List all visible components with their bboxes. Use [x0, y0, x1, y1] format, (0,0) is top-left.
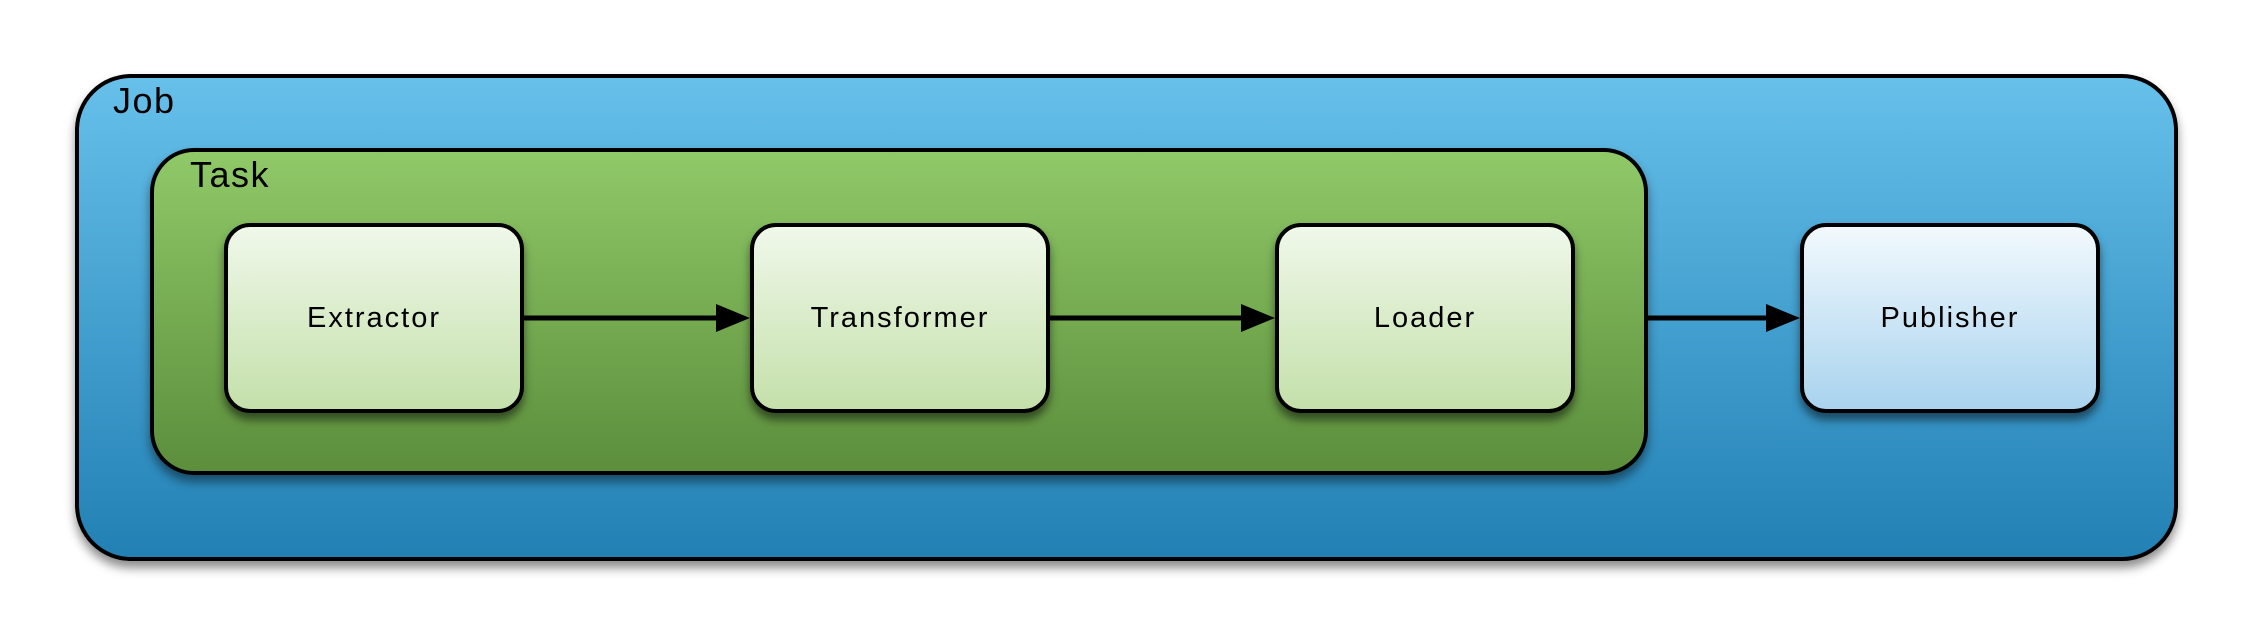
extractor-node-label: Extractor	[306, 301, 442, 334]
extractor-node: Extractor	[224, 223, 524, 413]
publisher-node: Publisher	[1800, 223, 2100, 413]
task-label: Task	[190, 154, 271, 195]
transformer-node: Transformer	[750, 223, 1050, 413]
loader-node-label: Loader	[1373, 301, 1477, 334]
job-label: Job	[113, 80, 176, 121]
transformer-node-label: Transformer	[810, 301, 990, 334]
publisher-node-label: Publisher	[1880, 301, 2020, 334]
loader-node: Loader	[1275, 223, 1575, 413]
